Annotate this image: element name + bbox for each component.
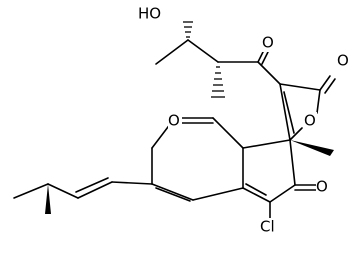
chloro-label: Cl bbox=[260, 218, 275, 236]
bond bbox=[187, 39, 219, 63]
bond bbox=[324, 78, 336, 94]
bond bbox=[212, 117, 244, 149]
bond bbox=[257, 61, 281, 85]
bond bbox=[289, 127, 303, 141]
stereo-bonds bbox=[45, 21, 334, 214]
bond bbox=[155, 187, 191, 202]
bond bbox=[47, 183, 79, 199]
bond bbox=[75, 177, 109, 193]
bond bbox=[245, 183, 267, 196]
enone-oxygen-label: O bbox=[316, 178, 328, 196]
hashed-bond bbox=[183, 21, 193, 38]
bond bbox=[279, 83, 291, 141]
hashed-bond bbox=[211, 66, 225, 98]
bond bbox=[283, 91, 295, 134]
bonds bbox=[13, 39, 336, 219]
bond bbox=[192, 187, 244, 201]
bond bbox=[242, 187, 271, 203]
hydroxyl-label: HO bbox=[138, 5, 161, 23]
atom-labels: HO O O O O O Cl bbox=[136, 5, 350, 236]
bond bbox=[155, 39, 189, 65]
ketone-oxygen-label: O bbox=[262, 34, 274, 52]
pyran-oxygen-label: O bbox=[168, 112, 180, 130]
bond bbox=[151, 183, 194, 201]
bond bbox=[261, 51, 269, 65]
bond bbox=[151, 122, 172, 149]
bond bbox=[13, 183, 49, 199]
lactone-carbonyl-oxygen-label: O bbox=[337, 52, 349, 70]
wedge-bond bbox=[290, 140, 334, 156]
bond bbox=[289, 139, 296, 186]
bond bbox=[77, 181, 113, 199]
bond bbox=[111, 181, 153, 185]
bond bbox=[316, 89, 321, 114]
bond bbox=[242, 139, 291, 149]
wedge-bond bbox=[45, 184, 51, 214]
bond bbox=[279, 83, 321, 91]
bond bbox=[269, 184, 296, 203]
furan-oxygen-label: O bbox=[304, 112, 316, 130]
bond bbox=[319, 75, 331, 91]
